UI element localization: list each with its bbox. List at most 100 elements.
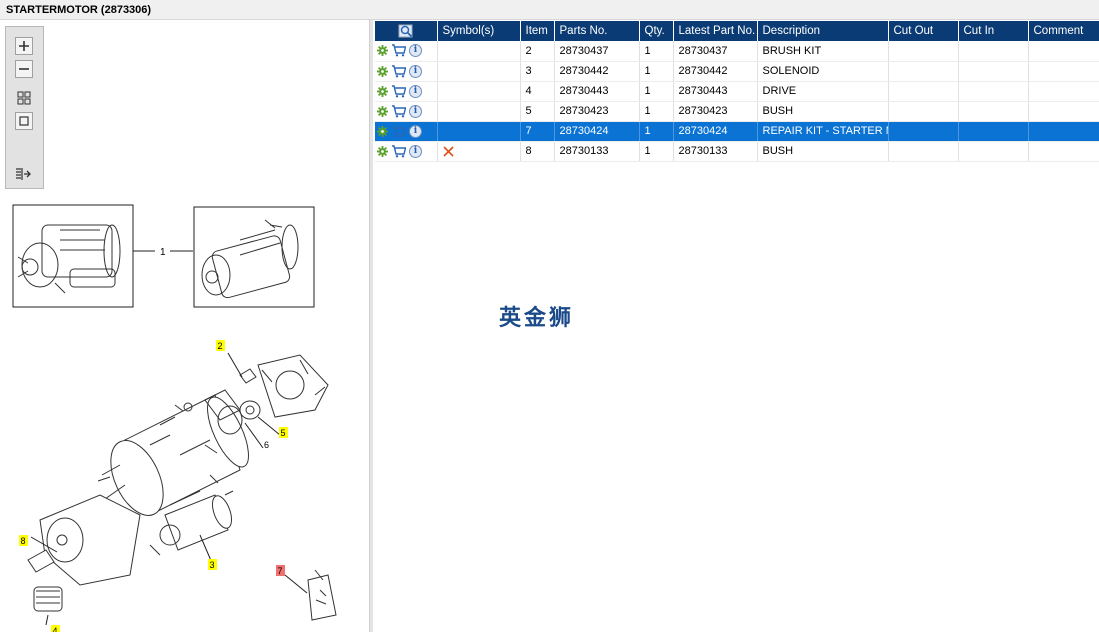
column-header-description[interactable]: Description — [757, 21, 889, 41]
callout-2[interactable]: 2 — [218, 341, 223, 351]
info-icon[interactable]: i — [409, 104, 422, 118]
cell-item: 5 — [520, 101, 555, 122]
info-icon[interactable]: i — [409, 124, 422, 138]
cell-latest-part-no: 28730442 — [673, 61, 758, 82]
add-to-cart-icon[interactable] — [391, 44, 409, 57]
info-icon[interactable]: i — [409, 44, 422, 58]
row-action-icons: i — [375, 61, 438, 82]
zoom-out-icon[interactable] — [15, 60, 33, 78]
cell-item: 8 — [520, 141, 555, 162]
cell-comment — [1028, 81, 1099, 102]
info-icon[interactable]: i — [409, 84, 422, 98]
table-search-icon[interactable] — [398, 23, 414, 39]
cell-cut-out — [888, 81, 959, 102]
callout-4[interactable]: 4 — [53, 626, 58, 632]
diagram-pane[interactable]: 1 — [0, 20, 369, 632]
cell-latest-part-no: 28730133 — [673, 141, 758, 162]
add-to-cart-icon[interactable] — [391, 84, 409, 97]
row-action-icons: i — [375, 81, 438, 102]
row-action-icons: i — [375, 141, 438, 162]
settings-gear-icon[interactable] — [377, 65, 391, 77]
column-header-latest-part-no[interactable]: Latest Part No. — [673, 21, 758, 41]
cell-latest-part-no: 28730423 — [673, 101, 758, 122]
callout-5[interactable]: 5 — [281, 428, 286, 438]
callout-7[interactable]: 7 — [278, 566, 283, 576]
cell-description: BUSH — [757, 141, 889, 162]
cell-comment — [1028, 41, 1099, 62]
row-action-icons: i — [375, 121, 438, 142]
cell-latest-part-no: 28730437 — [673, 41, 758, 62]
callout-6[interactable]: 6 — [264, 440, 269, 450]
cell-cut-in — [958, 141, 1029, 162]
overview-view-left — [12, 204, 134, 308]
callout-4-highlight — [51, 625, 60, 632]
column-header-parts-no[interactable]: Parts No. — [554, 21, 640, 41]
add-to-cart-icon[interactable] — [391, 64, 409, 77]
callout-5-highlight — [279, 427, 288, 438]
parts-table: Symbol(s) Item Parts No. Qty. Latest Par… — [375, 21, 1099, 162]
cell-comment — [1028, 141, 1099, 162]
settings-gear-icon[interactable] — [377, 105, 391, 117]
fit-page-icon[interactable] — [15, 89, 33, 107]
add-to-cart-icon[interactable] — [391, 124, 409, 137]
cell-qty: 1 — [639, 141, 674, 162]
column-header-cut-in[interactable]: Cut In — [958, 21, 1029, 41]
cell-item: 2 — [520, 41, 555, 62]
info-icon[interactable]: i — [409, 64, 422, 78]
column-header-qty[interactable]: Qty. — [639, 21, 674, 41]
cell-cut-out — [888, 61, 959, 82]
settings-gear-icon[interactable] — [377, 85, 391, 97]
callout-8-highlight — [19, 535, 28, 546]
column-header-symbols[interactable]: Symbol(s) — [437, 21, 521, 41]
zoom-in-icon[interactable] — [15, 37, 33, 55]
pane-splitter[interactable] — [369, 20, 373, 632]
cell-qty: 1 — [639, 121, 674, 142]
callout-7-highlight — [276, 565, 285, 576]
add-to-cart-icon[interactable] — [391, 104, 409, 117]
cell-symbols — [437, 61, 521, 82]
column-header-comment[interactable]: Comment — [1028, 21, 1099, 41]
settings-gear-icon[interactable] — [377, 145, 391, 157]
cell-description: REPAIR KIT - STARTER MOTOR — [757, 121, 889, 142]
cell-cut-in — [958, 81, 1029, 102]
cell-description: DRIVE — [757, 81, 889, 102]
column-header-actions[interactable] — [375, 21, 438, 41]
column-header-item[interactable]: Item — [520, 21, 555, 41]
info-icon[interactable]: i — [409, 144, 422, 158]
parts-list-pane: Symbol(s) Item Parts No. Qty. Latest Par… — [373, 20, 1099, 632]
cell-item: 3 — [520, 61, 555, 82]
cell-latest-part-no: 28730443 — [673, 81, 758, 102]
settings-gear-icon[interactable] — [377, 45, 391, 57]
cell-qty: 1 — [639, 101, 674, 122]
add-to-cart-icon[interactable] — [391, 144, 409, 157]
cell-symbols — [437, 121, 521, 142]
row-action-icons: i — [375, 41, 438, 62]
list-view-icon[interactable] — [15, 165, 33, 183]
watermark: 英金狮 — [499, 306, 575, 331]
cell-parts-no: 28730133 — [554, 141, 640, 162]
cell-latest-part-no: 28730424 — [673, 121, 758, 142]
column-header-cut-out[interactable]: Cut Out — [888, 21, 959, 41]
parts-exploded-diagram[interactable]: 1 — [0, 195, 369, 632]
callout-8[interactable]: 8 — [21, 536, 26, 546]
actual-size-icon[interactable] — [15, 112, 33, 130]
cell-item: 4 — [520, 81, 555, 102]
settings-gear-icon[interactable] — [377, 125, 391, 137]
callout-1[interactable]: 1 — [160, 247, 166, 258]
row-action-icons: i — [375, 101, 438, 122]
cell-parts-no: 28730424 — [554, 121, 640, 142]
cell-qty: 1 — [639, 61, 674, 82]
cell-description: BRUSH KIT — [757, 41, 889, 62]
table-header-row: Symbol(s) Item Parts No. Qty. Latest Par… — [375, 21, 1099, 41]
cell-description: SOLENOID — [757, 61, 889, 82]
cell-cut-in — [958, 41, 1029, 62]
callout-3-highlight — [208, 559, 217, 570]
cell-parts-no: 28730437 — [554, 41, 640, 62]
callout-3[interactable]: 3 — [210, 560, 215, 570]
